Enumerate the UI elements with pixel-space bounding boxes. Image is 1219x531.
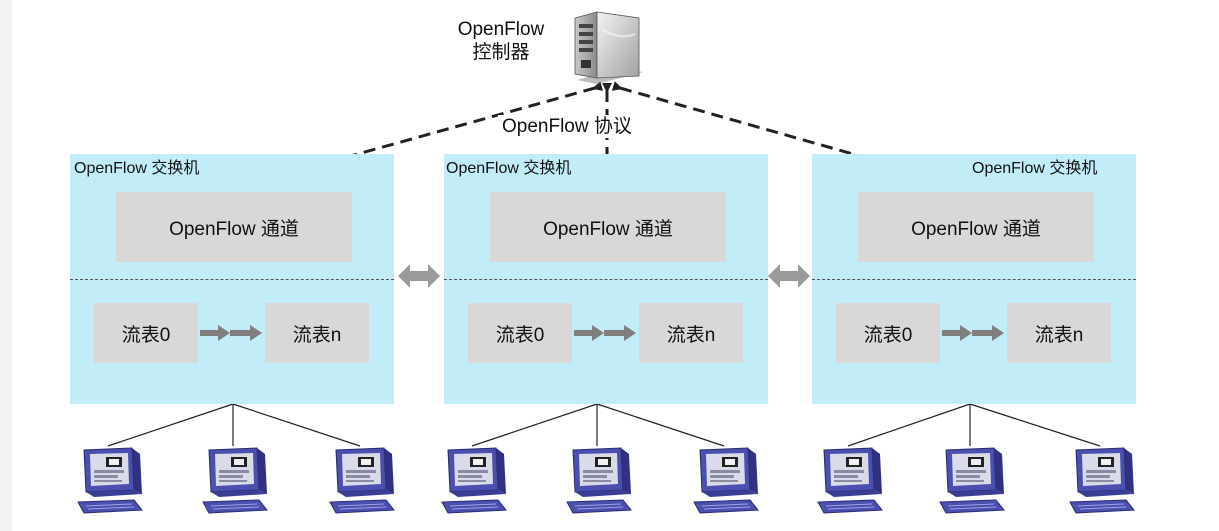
flow-table-0: 流表0 xyxy=(468,303,572,363)
dashed-divider xyxy=(812,279,1136,280)
switch-link-arrow-icon xyxy=(398,264,440,288)
computer-icon xyxy=(328,444,396,514)
flow-arrows-icon xyxy=(574,325,636,341)
computer-icon xyxy=(938,444,1006,514)
openflow-channel-box: OpenFlow 通道 xyxy=(116,192,352,262)
protocol-label: OpenFlow 协议 xyxy=(498,115,676,138)
server-icon xyxy=(574,11,643,84)
computer-icon xyxy=(440,444,508,514)
controller-label-line1: OpenFlow xyxy=(457,19,545,40)
openflow-switch-2: OpenFlow 交换机 OpenFlow 通道 流表0 流表n xyxy=(444,154,768,404)
host-wires-3 xyxy=(847,403,1101,447)
flow-table-n: 流表n xyxy=(265,303,369,363)
openflow-channel-box: OpenFlow 通道 xyxy=(490,192,726,262)
host-wires-1 xyxy=(107,403,361,447)
flow-table-0: 流表0 xyxy=(836,303,940,363)
switch-title: OpenFlow 交换机 xyxy=(446,160,572,177)
flow-arrows-icon xyxy=(200,325,262,341)
computer-icon xyxy=(1068,444,1136,514)
computer-icon xyxy=(692,444,760,514)
openflow-channel-box: OpenFlow 通道 xyxy=(858,192,1094,262)
flow-table-0: 流表0 xyxy=(94,303,198,363)
switch-title: OpenFlow 交换机 xyxy=(972,160,1098,177)
dashed-divider xyxy=(444,279,768,280)
computer-icon xyxy=(76,444,144,514)
flow-table-n: 流表n xyxy=(639,303,743,363)
left-margin-strip xyxy=(0,0,12,531)
switch-title: OpenFlow 交换机 xyxy=(74,160,200,177)
computer-icon xyxy=(201,444,269,514)
flow-table-n: 流表n xyxy=(1007,303,1111,363)
host-wires-2 xyxy=(471,403,725,447)
dashed-divider xyxy=(70,279,394,280)
openflow-switch-1: OpenFlow 交换机 OpenFlow 通道 流表0 流表n xyxy=(70,154,394,404)
computer-icon xyxy=(816,444,884,514)
flow-arrows-icon xyxy=(942,325,1004,341)
switch-link-arrow-icon xyxy=(768,264,810,288)
controller-label-line2: 控制器 xyxy=(472,42,530,63)
computer-icon xyxy=(565,444,633,514)
openflow-switch-3: OpenFlow 交换机 OpenFlow 通道 流表0 流表n xyxy=(812,154,1136,404)
controller-label: OpenFlow 控制器 xyxy=(440,18,562,64)
